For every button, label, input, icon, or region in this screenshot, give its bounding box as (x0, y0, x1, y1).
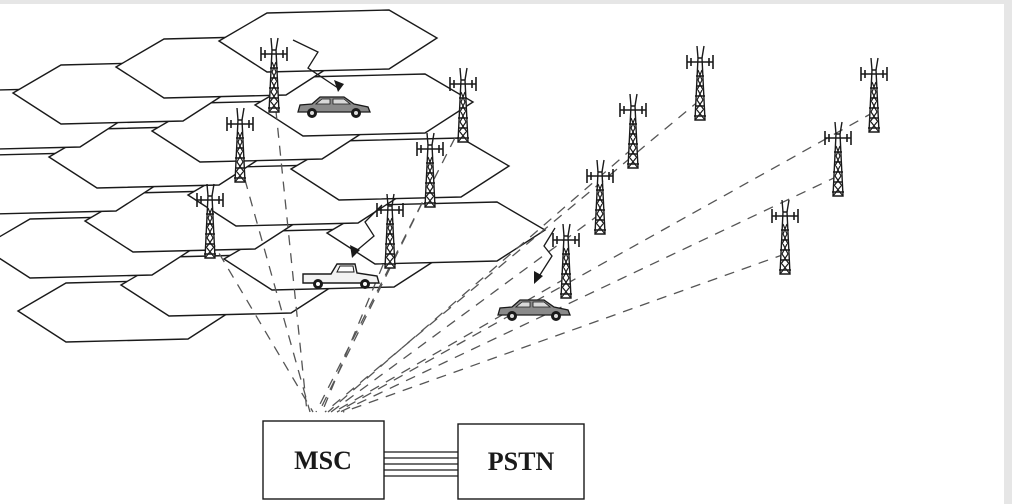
radio-signals (292, 39, 556, 279)
cell-grid (0, 9, 547, 343)
car-2 (497, 299, 571, 322)
frame-top (0, 0, 1012, 4)
msc-box (262, 420, 385, 500)
signal-1 (292, 39, 339, 89)
tower-13 (771, 199, 799, 275)
signal-arrowheads (334, 80, 543, 284)
backhaul-link-9 (330, 213, 601, 413)
backhaul-link-12 (339, 175, 839, 413)
tower-12 (824, 121, 852, 197)
tower-7 (686, 45, 714, 121)
tower-9 (586, 159, 614, 235)
backhaul-link-5 (318, 186, 431, 413)
backhaul-link-8 (327, 147, 634, 413)
hex-cell-16 (217, 9, 439, 73)
tower-11 (860, 57, 888, 133)
msc-label: MSC (294, 446, 352, 475)
backhaul-link-3 (209, 237, 314, 413)
backhaul-link-13 (342, 253, 786, 413)
pstn-label: PSTN (488, 447, 555, 476)
msc-pstn-trunk (384, 451, 458, 477)
frame-right (1004, 0, 1012, 504)
tower-8 (619, 93, 647, 169)
signal-3 (537, 227, 556, 279)
tower-10 (552, 223, 580, 299)
backhaul-link-6 (321, 247, 391, 413)
backhaul-link-2 (239, 161, 311, 413)
signal-2 (354, 204, 383, 253)
backhaul-link-11 (336, 111, 875, 413)
pstn-box (457, 423, 585, 500)
